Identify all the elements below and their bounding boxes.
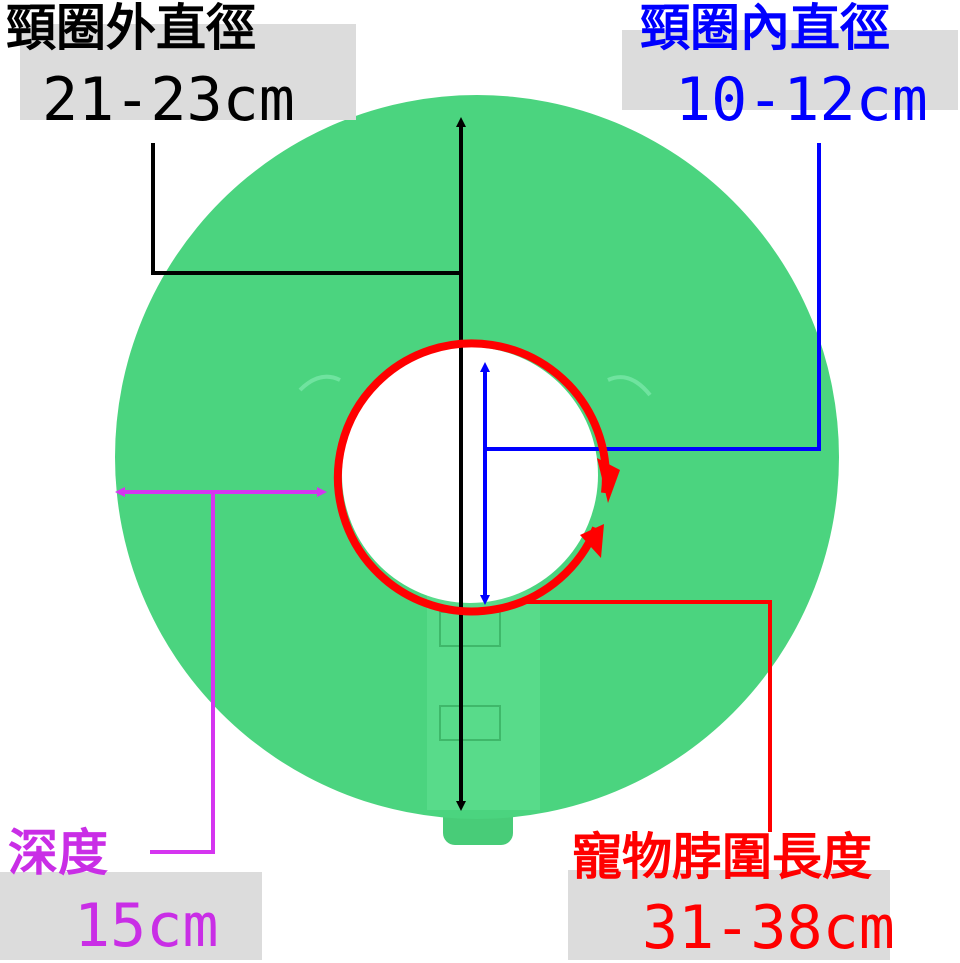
inner-diameter-value: 10-12cm [675,65,928,135]
outer-diameter-value: 21-23cm [42,65,295,135]
depth-leader [150,492,215,854]
neck-length-value: 31-38cm [642,893,895,963]
collar-rib [607,375,652,397]
inner-diameter-label: 頸圈內直徑 10-12cm [600,0,960,140]
label-box [622,30,958,110]
label-box [568,870,890,960]
strap-notch [439,705,501,741]
depth-value: 15cm [74,891,219,961]
collar-rib [298,374,341,392]
inner-diameter-leader [485,143,821,451]
neck-arrow-head [580,524,604,558]
neck-circumference-arc [333,339,610,616]
outer-diameter-label: 頸圈外直徑 21-23cm [0,0,360,140]
outer-diameter-leader [151,143,461,275]
depth-title: 深度 [8,824,108,882]
inner-diameter-title: 頸圈內直徑 [640,0,890,57]
neck-length-label: 寵物脖圍長度 31-38cm [560,820,960,960]
neck-hole [342,347,598,603]
outer-diameter-title: 頸圈外直徑 [6,0,256,57]
collar-strap [427,590,540,810]
neck-length-leader [517,600,772,832]
label-box [20,24,356,120]
depth-label: 深度 15cm [0,810,270,960]
label-box [0,872,262,960]
neck-length-title: 寵物脖圍長度 [572,828,872,886]
neck-arrow-head [597,458,620,503]
